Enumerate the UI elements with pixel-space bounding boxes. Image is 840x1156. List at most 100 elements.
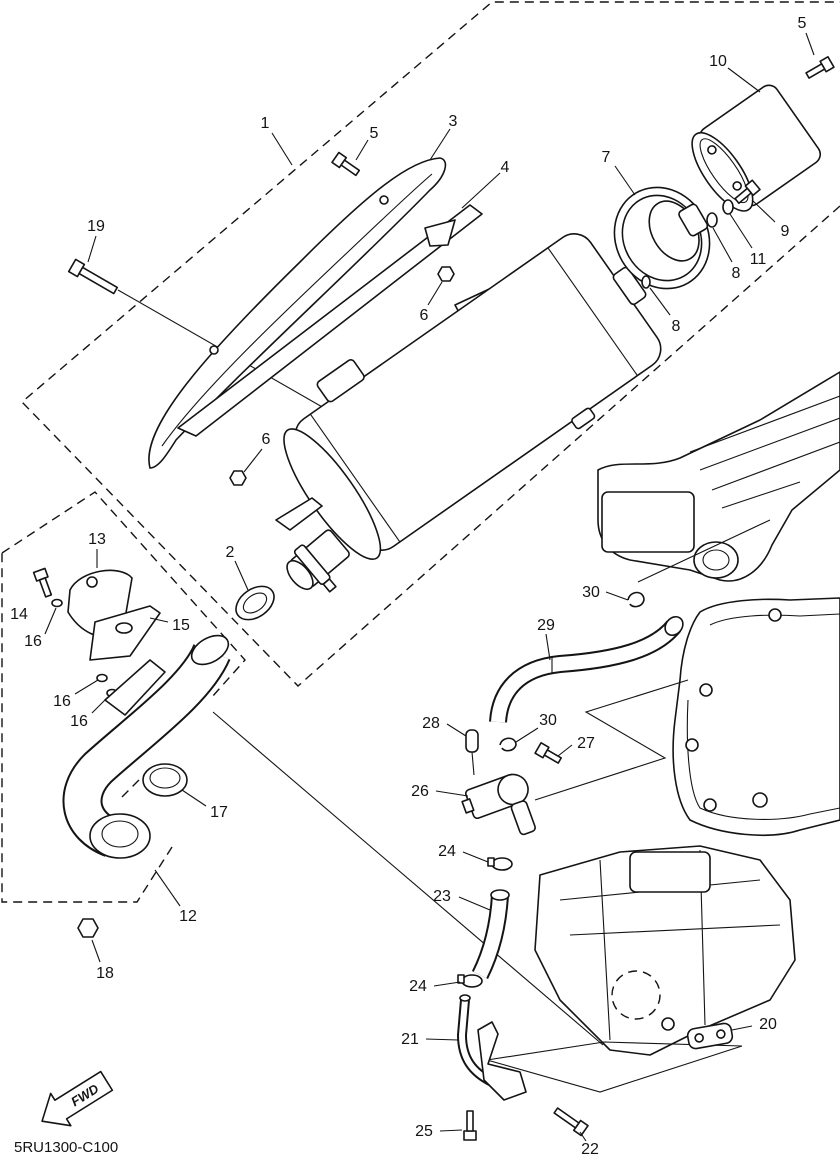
leader-21 — [425, 1038, 459, 1041]
leader-6-lower — [243, 448, 263, 473]
callout-6-upper: 6 — [420, 307, 429, 324]
callout-9: 9 — [781, 223, 790, 240]
bolt-9-shank — [734, 187, 752, 205]
exhaust-pipe-assembly-outline-bottom — [1, 553, 173, 903]
leader-26 — [435, 790, 469, 797]
callout-28: 28 — [422, 715, 440, 732]
forward-direction-arrow: FWD — [41, 1070, 114, 1127]
callout-6-lower: 6 — [262, 431, 271, 448]
leader-24-upper — [462, 851, 489, 863]
callout-5-cover-bolt: 5 — [798, 15, 807, 32]
bolt-19-shank — [78, 266, 119, 295]
pipe-21-bracket — [477, 1021, 527, 1101]
leader-8-upper — [712, 227, 733, 263]
hose-23-top-end — [490, 889, 510, 901]
engine-cylinder-head — [597, 371, 840, 582]
leader-20 — [731, 1025, 753, 1031]
callout-26: 26 — [411, 783, 429, 800]
cylinder-head-fins — [689, 395, 840, 509]
callout-24-lower: 24 — [409, 978, 427, 995]
callout-8-lower: 8 — [672, 318, 681, 335]
bolt-9 — [734, 179, 761, 205]
bolt-5-cover-shank — [805, 63, 826, 79]
callout-25: 25 — [415, 1123, 433, 1140]
leader-25 — [439, 1129, 463, 1132]
crankcase-bolt-hole-5 — [768, 608, 782, 622]
pipe-21 — [456, 994, 527, 1101]
bolt-27 — [534, 742, 563, 764]
leader-16-low — [91, 696, 109, 714]
leader-2 — [234, 560, 249, 591]
muffler-rear-seam — [547, 247, 638, 376]
shield-plate-strip — [177, 204, 483, 437]
muffler-rear-boss — [612, 266, 647, 306]
gasket-20 — [686, 1022, 734, 1050]
pipe-shield-15 — [89, 605, 161, 661]
leader-28 — [446, 723, 467, 737]
exhaust-pipe-assembly-outline-top — [1, 491, 246, 698]
callout-14: 14 — [10, 606, 28, 623]
exhaust-pipe-flange — [89, 813, 151, 859]
washer-8-lower — [641, 275, 651, 289]
shield-plate-tab-upper — [424, 219, 456, 247]
cylinder-head-port-box — [601, 491, 695, 553]
callout-2: 2 — [226, 544, 235, 561]
leader-18 — [91, 939, 101, 963]
leader-11 — [729, 213, 753, 249]
leader-27 — [557, 744, 573, 757]
clamp-24-upper-tab — [487, 857, 495, 867]
crankcase-bolt-hole-2 — [685, 738, 699, 752]
leader-6-upper — [427, 281, 443, 306]
callout-27: 27 — [577, 735, 595, 752]
end-cap — [613, 186, 711, 290]
leader-9 — [751, 199, 776, 223]
leader-24-lower — [433, 981, 461, 987]
callout-24-upper: 24 — [438, 843, 456, 860]
gasket-2-inner — [242, 592, 268, 614]
valve-26-to-crankcase-line — [534, 679, 689, 801]
bolt-14 — [32, 567, 53, 598]
bolt-22 — [553, 1107, 589, 1137]
nut-6-upper — [437, 266, 455, 282]
clamp-24-lower-tab — [457, 974, 465, 984]
gasket-2-outer — [235, 585, 275, 621]
bolt-25 — [463, 1110, 477, 1141]
exhaust-pipe-flange-bore — [101, 820, 139, 848]
leader-29 — [545, 633, 551, 661]
callout-4: 4 — [501, 159, 510, 176]
leader-4 — [461, 172, 501, 209]
pipe-21-top-end — [459, 994, 471, 1002]
gasket-17-inner — [149, 767, 181, 789]
cap-28-stem — [471, 751, 475, 776]
callout-13: 13 — [88, 531, 106, 548]
nut-18 — [77, 918, 99, 938]
bolt-25-head — [463, 1130, 477, 1141]
engine-block-boss — [661, 1017, 675, 1031]
callout-11: 11 — [750, 251, 767, 268]
washer-16-top — [51, 598, 63, 608]
pipe-shield-15-hole — [115, 622, 133, 634]
hose-29-end — [664, 615, 684, 637]
gasket-20-hole-2 — [716, 1029, 726, 1039]
gasket-17-outer — [142, 763, 188, 797]
callout-12: 12 — [179, 908, 197, 925]
muffler-mount-bracket — [316, 359, 365, 403]
bolt-5-shield-shank — [340, 159, 361, 177]
muffler — [283, 233, 662, 561]
hose-29 — [489, 615, 684, 723]
hose-29-fill — [491, 621, 680, 723]
leader-10 — [727, 67, 761, 93]
callout-labels: 1 2 3 4 5 5 6 6 7 8 8 9 10 11 12 13 14 1… — [10, 15, 806, 1156]
callout-16-low: 16 — [70, 713, 88, 730]
air-cut-valve — [461, 773, 536, 836]
callout-30-lower: 30 — [539, 712, 557, 729]
leader-16-top — [44, 607, 57, 635]
washer-11 — [722, 199, 734, 215]
clamp-24-lower — [457, 974, 483, 988]
exhaust-pipe-bracket — [104, 659, 166, 716]
crankcase-cover-outline — [672, 597, 840, 836]
muffler-lower-tab — [571, 407, 596, 430]
clip-30-upper — [627, 591, 645, 608]
bolt-19 — [67, 258, 119, 295]
